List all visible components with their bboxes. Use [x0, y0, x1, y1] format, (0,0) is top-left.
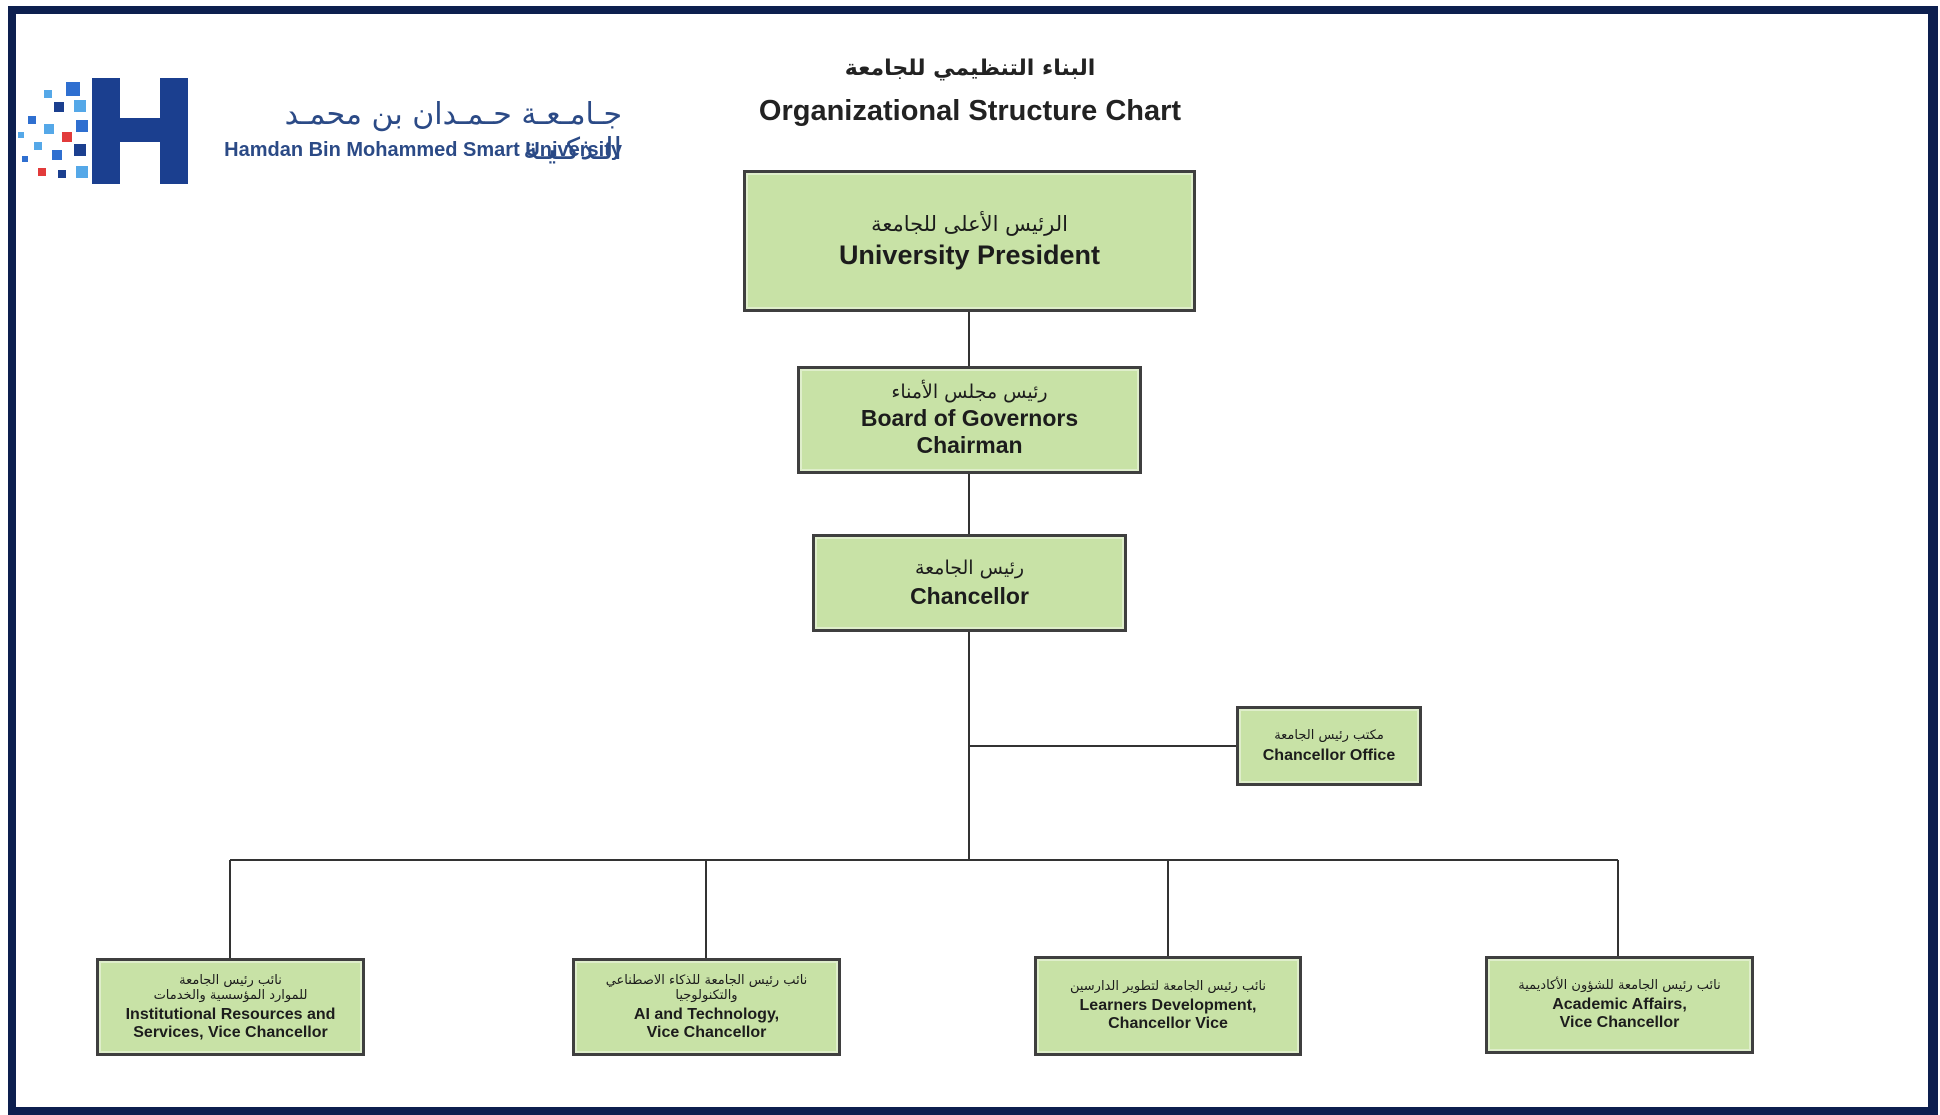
brand-name-arabic: جـامـعـة حـمـدان بن محمـد الـذكـيـة — [284, 97, 622, 167]
node-label: AI and Technology, — [633, 1005, 780, 1023]
node-label-arabic: مكتب رئيس الجامعة — [1274, 727, 1384, 743]
node-label-line2: Vice Chancellor — [646, 1023, 767, 1041]
node-label-arabic: نائب رئيس الجامعة للشؤون الأكاديمية — [1518, 978, 1721, 993]
node-label-line2: Chancellor Vice — [1108, 1015, 1228, 1032]
node-vc-academic-affairs: نائب رئيس الجامعة للشؤون الأكاديمية Acad… — [1485, 956, 1754, 1054]
node-vc-learners-development: نائب رئيس الجامعة لتطوير الدارسين Learne… — [1034, 956, 1302, 1056]
node-label: University President — [838, 239, 1101, 270]
node-label-arabic: نائب رئيس الجامعة للذكاء الاصطناعي — [605, 972, 808, 988]
node-label-arabic: رئيس مجلس الأمناء — [891, 381, 1048, 403]
node-label: Chancellor Office — [1262, 746, 1396, 764]
node-label-line2: Vice Chancellor — [1559, 1014, 1680, 1031]
node-board-chairman: رئيس مجلس الأمناء Board of Governors Cha… — [797, 366, 1142, 474]
university-logo — [18, 78, 188, 184]
chart-title: Organizational Structure Chart — [758, 95, 1182, 127]
node-university-president: الرئيس الأعلى للجامعة University Preside… — [743, 170, 1196, 312]
node-label-line2: Chairman — [916, 432, 1023, 458]
node-label-arabic: رئيس الجامعة — [914, 556, 1025, 579]
node-vc-ai-technology: نائب رئيس الجامعة للذكاء الاصطناعي والتك… — [572, 958, 841, 1056]
node-chancellor-office: مكتب رئيس الجامعة Chancellor Office — [1236, 706, 1422, 786]
node-label: Academic Affairs, — [1552, 996, 1687, 1013]
brand-name-english: Hamdan Bin Mohammed Smart University — [224, 139, 622, 161]
node-label-arabic-line2: والتكنولوجيا — [675, 987, 738, 1003]
node-label-arabic: الرئيس الأعلى للجامعة — [871, 211, 1068, 236]
node-label-arabic-line2: للموارد المؤسسية والخدمات — [153, 987, 308, 1003]
node-label-arabic: نائب رئيس الجامعة — [179, 972, 282, 988]
node-vc-institutional-resources: نائب رئيس الجامعة للموارد المؤسسية والخد… — [96, 958, 365, 1056]
node-label-arabic: نائب رئيس الجامعة لتطوير الدارسين — [1069, 979, 1267, 994]
chart-title-arabic: البناء التنظيمي للجامعة — [844, 56, 1096, 81]
node-label: Chancellor — [910, 582, 1029, 609]
node-label-line2: Services, Vice Chancellor — [133, 1023, 328, 1041]
node-label: Board of Governors — [860, 405, 1079, 431]
node-chancellor: رئيس الجامعة Chancellor — [812, 534, 1127, 632]
node-label: Learners Development, — [1079, 997, 1257, 1014]
node-label: Institutional Resources and — [125, 1005, 336, 1023]
